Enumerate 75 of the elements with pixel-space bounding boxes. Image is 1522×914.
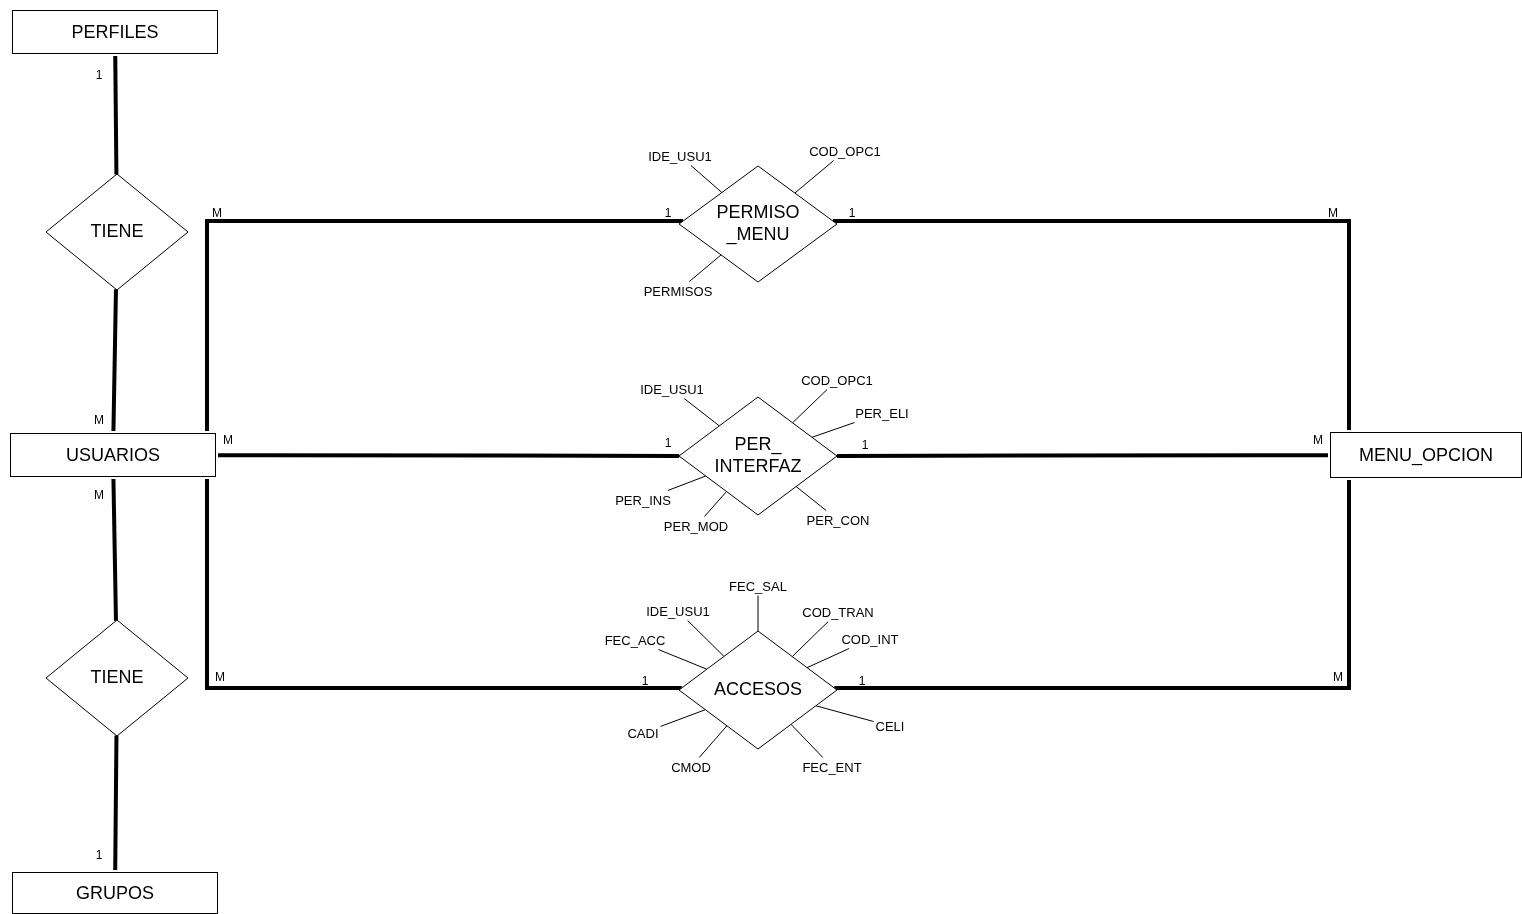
- leader-line: [657, 649, 708, 670]
- relationship-line: [113, 55, 119, 175]
- entity-box: [1330, 432, 1522, 478]
- cardinality-label: M: [1333, 670, 1343, 684]
- attribute-label: FEC_ACC: [604, 632, 666, 648]
- relationship-name: TIENE: [89, 667, 145, 689]
- entity-name: USUARIOS: [66, 444, 160, 466]
- attribute-label: COD_TRAN: [802, 604, 874, 620]
- relationship-line: [111, 289, 118, 432]
- leader-line: [791, 621, 829, 658]
- entity-name: MENU_OPCION: [1359, 444, 1493, 466]
- leader-line: [660, 709, 706, 727]
- cardinality-label: M: [215, 670, 225, 684]
- cardinality-label: 1: [858, 674, 866, 688]
- relationship-line: [205, 219, 684, 431]
- attribute-label: CELI: [875, 718, 905, 734]
- attribute-label: IDE_USU1: [646, 603, 710, 619]
- cardinality-label: 1: [861, 438, 869, 452]
- relationship-line: [832, 219, 1351, 430]
- attribute-label: COD_OPC1: [809, 143, 881, 159]
- entity-box: [12, 872, 218, 914]
- leader-line: [698, 725, 728, 758]
- cardinality-label: M: [1313, 433, 1323, 447]
- cardinality-label: 1: [664, 206, 672, 220]
- attribute-label: PER_CON: [806, 512, 870, 528]
- leader-line: [703, 491, 728, 517]
- leader-line: [792, 389, 828, 424]
- relationship-name: ACCESOS: [713, 679, 803, 701]
- attribute-label: COD_OPC1: [801, 372, 873, 388]
- entity-name: GRUPOS: [76, 882, 154, 904]
- cardinality-label: 1: [95, 68, 103, 82]
- relationship-name: TIENE: [89, 221, 145, 243]
- leader-line: [688, 254, 722, 282]
- leader-line: [667, 475, 707, 491]
- leader-line: [687, 620, 725, 657]
- leader-line: [794, 160, 835, 194]
- leader-line: [811, 422, 856, 438]
- relationship-line: [111, 478, 118, 621]
- leader-line: [757, 595, 759, 632]
- attribute-label: IDE_USU1: [640, 381, 704, 397]
- leader-line: [806, 648, 850, 669]
- cardinality-label: M: [94, 488, 104, 502]
- cardinality-label: M: [94, 413, 104, 427]
- attribute-label: FEC_ENT: [802, 759, 862, 775]
- attribute-label: FEC_SAL: [729, 578, 787, 594]
- cardinality-label: 1: [664, 436, 672, 450]
- cardinality-label: M: [212, 206, 222, 220]
- relationship-line: [205, 479, 682, 690]
- leader-line: [683, 398, 720, 427]
- cardinality-label: M: [1328, 206, 1338, 220]
- attribute-label: PERMISOS: [643, 283, 713, 299]
- entity-box: [10, 433, 216, 477]
- attribute-label: IDE_USU1: [648, 148, 712, 164]
- attribute-label: CMOD: [671, 759, 711, 775]
- entity-box: [12, 10, 218, 54]
- relationship-line: [836, 453, 1328, 458]
- cardinality-label: 1: [641, 674, 649, 688]
- leader-line: [815, 705, 875, 722]
- leader-line: [795, 486, 827, 511]
- relationship-line: [834, 480, 1351, 690]
- attribute-label: COD_INT: [841, 631, 899, 647]
- attribute-label: PER_INS: [615, 492, 671, 508]
- cardinality-label: 1: [95, 848, 103, 862]
- leader-line: [790, 723, 824, 758]
- leader-line: [690, 165, 723, 193]
- relationship-line: [218, 453, 680, 458]
- attribute-label: CADI: [627, 725, 659, 741]
- relationship-name: PERMISO _MENU: [715, 202, 801, 246]
- entity-name: PERFILES: [71, 21, 159, 43]
- attribute-label: PER_MOD: [663, 518, 729, 534]
- relationship-name: PER_ INTERFAZ: [713, 434, 803, 478]
- cardinality-label: M: [223, 433, 233, 447]
- relationship-line: [113, 735, 119, 871]
- cardinality-label: 1: [848, 206, 856, 220]
- attribute-label: PER_ELI: [855, 405, 909, 421]
